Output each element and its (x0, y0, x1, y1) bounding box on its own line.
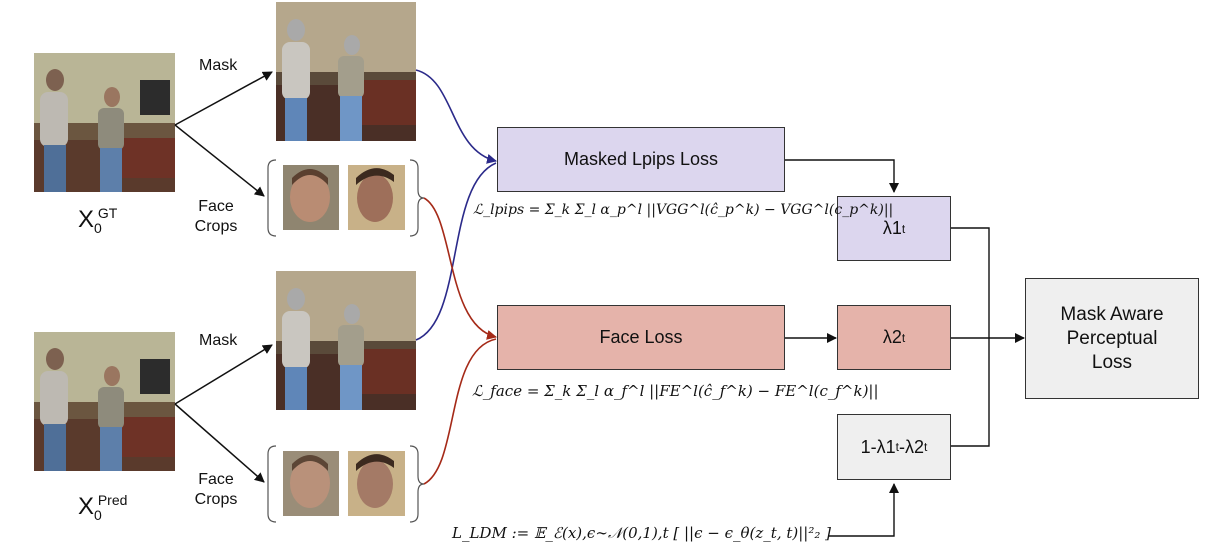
arrow-pred-to-crops (174, 403, 265, 483)
x0-gt-sup: GT (97, 205, 118, 221)
masked-gt-photo (276, 2, 416, 141)
right-brace-gt (409, 159, 425, 237)
face-crop-gt-1 (283, 165, 339, 230)
blue-arrow-gt-mask (415, 69, 497, 164)
x0-pred-base: X (78, 493, 95, 520)
face-crops-label-gt: Face Crops (186, 197, 246, 237)
face-crops-label-pred: Face Crops (186, 470, 246, 510)
x0-gt-base: X (78, 206, 95, 233)
right-brace-pred (409, 445, 425, 523)
lambda3-part1: 1-λ1 (860, 436, 896, 457)
lambda1-base: λ1 (882, 218, 902, 238)
ldm-formula: L_LDM := 𝔼_ℰ(x),ϵ∼𝒩(0,1),t [ ||ϵ − ϵ_θ(z… (452, 524, 831, 542)
output-line1: Mask Aware (1060, 303, 1164, 325)
mask-aware-perceptual-loss-box: Mask Aware Perceptual Loss (1025, 278, 1199, 399)
face-crop-gt-2 (348, 165, 405, 230)
arrow-pred-to-mask (174, 344, 273, 405)
left-brace-gt (267, 159, 277, 237)
masked-pred-photo (276, 271, 416, 410)
line-lambda1-merge (951, 227, 990, 338)
output-line2: Perceptual (1066, 327, 1158, 349)
face-crop-pred-2 (348, 451, 405, 516)
lpips-formula: ℒ_lpips = Σ_k Σ_l α_p^l ||VGG^l(ĉ_p^k) −… (473, 202, 894, 218)
lambda1-sub: t (901, 221, 906, 236)
lambda2-base: λ2 (882, 327, 902, 347)
face-crops-line1: Face (198, 471, 234, 488)
x0-gt-label: X0GT (78, 205, 121, 236)
lambda2-sub: t (901, 330, 906, 345)
lambda3-sub1: t (895, 440, 899, 454)
face-loss-box: Face Loss (497, 305, 785, 370)
x0-pred-sub: 0 (94, 506, 102, 523)
x0-pred-label: X0Pred (78, 492, 131, 523)
face-crops-line2: Crops (194, 218, 238, 235)
red-arrow-gt-crops (423, 197, 497, 340)
gt-photo (34, 53, 175, 192)
pred-photo (34, 332, 175, 471)
output-line3: Loss (1091, 351, 1133, 373)
arrow-lpips-to-lambda1 (784, 159, 899, 193)
lambda3-sub2: t (924, 440, 928, 454)
blue-arrow-pred-mask (415, 162, 497, 341)
x0-pred-sup: Pred (97, 492, 128, 508)
arrow-gt-to-crops (174, 124, 265, 197)
mask-label-pred: Mask (199, 332, 238, 349)
masked-lpips-loss-box: Masked Lpips Loss (497, 127, 785, 192)
arrow-gt-to-mask (174, 71, 273, 126)
x0-gt-sub: 0 (94, 219, 102, 236)
face-formula: ℒ_face = Σ_k Σ_l α_f^l ||FE^l(ĉ_f^k) − F… (472, 382, 879, 400)
lambda3-part2: -λ2 (899, 436, 925, 457)
face-crops-line1: Face (198, 198, 234, 215)
arrow-ldm-to-lambda3 (828, 483, 899, 537)
red-arrow-pred-crops (423, 338, 497, 485)
line-lambda3-merge (951, 338, 990, 447)
left-brace-pred (267, 445, 277, 523)
face-crops-line2: Crops (194, 491, 238, 508)
face-crop-pred-1 (283, 451, 339, 516)
mask-label-gt: Mask (199, 57, 238, 74)
